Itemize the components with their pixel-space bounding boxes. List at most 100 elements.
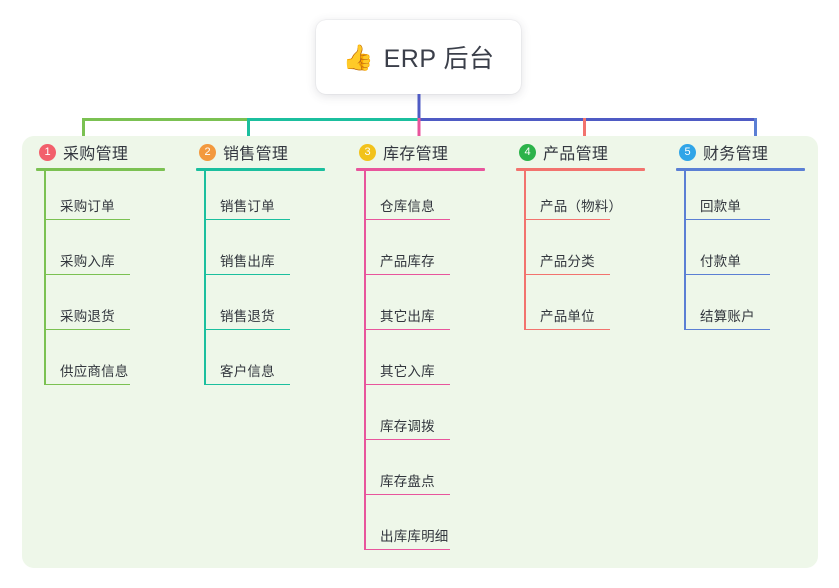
column-badge-5: 5: [679, 143, 696, 161]
menu-item[interactable]: 其它出库: [364, 281, 502, 336]
column-4: 4 产品管理产品（物料） 产品分类产品单位: [502, 136, 662, 568]
menu-item-rule: [524, 328, 610, 330]
menu-item-label: 采购订单: [60, 199, 115, 214]
column-header-5[interactable]: 5 财务管理: [662, 136, 822, 168]
menu-item-rule: [524, 273, 610, 275]
menu-item-rule: [44, 273, 130, 275]
column-items-2: 销售订单销售出库销售退货客户信息: [204, 171, 342, 391]
column-badge-1: 1: [39, 143, 56, 161]
menu-item-rule: [364, 218, 450, 220]
menu-item-label: 供应商信息: [60, 364, 129, 379]
menu-item-label: 产品分类: [540, 254, 595, 269]
menu-item[interactable]: 付款单: [684, 226, 822, 281]
column-spine-1: [44, 171, 46, 385]
column-title-3: 库存管理: [383, 146, 449, 163]
column-5: 5 财务管理回款单付款单结算账户: [662, 136, 822, 568]
column-header-2[interactable]: 2 销售管理: [182, 136, 342, 168]
column-spine-3: [364, 171, 366, 550]
column-rule-4: [516, 168, 645, 171]
column-header-3[interactable]: 3 库存管理: [342, 136, 502, 168]
column-badge-4: 4: [519, 143, 536, 161]
column-1: 1 采购管理采购订单采购入库采购退货供应商信息: [22, 136, 182, 568]
menu-item-label: 产品（物料）: [540, 199, 623, 214]
thumbs-up-icon: 👍: [342, 42, 374, 72]
menu-item[interactable]: 采购退货: [44, 281, 182, 336]
menu-item-rule: [44, 383, 130, 385]
column-3: 3 库存管理仓库信息产品库存其它出库其它入库库存调拨库存盘点出库库明细: [342, 136, 502, 568]
column-title-4: 产品管理: [543, 146, 609, 163]
menu-item-label: 回款单: [700, 199, 742, 214]
menu-item-label: 其它入库: [380, 364, 435, 379]
column-badge-2: 2: [199, 143, 216, 161]
column-rule-2: [196, 168, 325, 171]
menu-item[interactable]: 销售订单: [204, 171, 342, 226]
column-items-3: 仓库信息产品库存其它出库其它入库库存调拨库存盘点出库库明细: [364, 171, 502, 556]
menu-item-rule: [364, 438, 450, 440]
column-spine-5: [684, 171, 686, 330]
column-title-5: 财务管理: [703, 146, 769, 163]
menu-item-rule: [204, 328, 290, 330]
menu-item-label: 库存调拨: [380, 419, 435, 434]
menu-item-label: 结算账户: [700, 309, 755, 324]
column-badge-3: 3: [359, 143, 376, 161]
menu-item[interactable]: 采购入库: [44, 226, 182, 281]
menu-item[interactable]: 仓库信息: [364, 171, 502, 226]
menu-item[interactable]: 其它入库: [364, 336, 502, 391]
menu-item-label: 采购入库: [60, 254, 115, 269]
menu-item-rule: [364, 273, 450, 275]
menu-item[interactable]: 销售退货: [204, 281, 342, 336]
menu-item-label: 销售订单: [220, 199, 275, 214]
menu-item[interactable]: 客户信息: [204, 336, 342, 391]
menu-item[interactable]: 销售出库: [204, 226, 342, 281]
menu-item[interactable]: 库存盘点: [364, 446, 502, 501]
menu-item-rule: [524, 218, 610, 220]
menu-item[interactable]: 产品库存: [364, 226, 502, 281]
menu-item-label: 销售退货: [220, 309, 275, 324]
column-items-4: 产品（物料） 产品分类产品单位: [524, 171, 662, 336]
root-node-title: ERP 后台: [383, 45, 495, 73]
menu-item-label: 产品库存: [380, 254, 435, 269]
menu-item[interactable]: 产品分类: [524, 226, 662, 281]
menu-item-label: 客户信息: [220, 364, 275, 379]
column-header-1[interactable]: 1 采购管理: [22, 136, 182, 168]
menu-item-rule: [364, 328, 450, 330]
menu-item-label: 付款单: [700, 254, 742, 269]
menu-item-label: 仓库信息: [380, 199, 435, 214]
menu-item[interactable]: 出库库明细: [364, 501, 502, 556]
column-items-1: 采购订单采购入库采购退货供应商信息: [44, 171, 182, 391]
menu-item-label: 销售出库: [220, 254, 275, 269]
menu-item[interactable]: 供应商信息: [44, 336, 182, 391]
menu-item-rule: [684, 328, 770, 330]
columns-container: 1 采购管理采购订单采购入库采购退货供应商信息 2 销售管理销售订单销售出库销售退货客…: [22, 136, 818, 568]
column-spine-2: [204, 171, 206, 385]
menu-item-label: 库存盘点: [380, 474, 435, 489]
menu-item-rule: [204, 383, 290, 385]
menu-item[interactable]: 产品单位: [524, 281, 662, 336]
menu-item-label: 其它出库: [380, 309, 435, 324]
menu-item[interactable]: 采购订单: [44, 171, 182, 226]
column-rule-3: [356, 168, 485, 171]
menu-item-rule: [364, 548, 450, 550]
menu-item-label: 采购退货: [60, 309, 115, 324]
root-node-content: 👍 ERP 后台: [342, 39, 494, 75]
root-node-card[interactable]: 👍 ERP 后台: [316, 20, 521, 94]
column-rule-1: [36, 168, 165, 171]
menu-item-rule: [684, 273, 770, 275]
menu-item[interactable]: 结算账户: [684, 281, 822, 336]
column-title-2: 销售管理: [223, 146, 289, 163]
column-items-5: 回款单付款单结算账户: [684, 171, 822, 336]
column-2: 2 销售管理销售订单销售出库销售退货客户信息: [182, 136, 342, 568]
menu-item[interactable]: 回款单: [684, 171, 822, 226]
menu-item[interactable]: 产品（物料）: [524, 171, 662, 226]
menu-item-rule: [684, 218, 770, 220]
menu-item-rule: [204, 273, 290, 275]
column-spine-4: [524, 171, 526, 330]
column-header-4[interactable]: 4 产品管理: [502, 136, 662, 168]
menu-item-rule: [44, 218, 130, 220]
column-rule-5: [676, 168, 805, 171]
menu-item-rule: [44, 328, 130, 330]
menu-item-rule: [204, 218, 290, 220]
column-title-1: 采购管理: [63, 146, 129, 163]
menu-item[interactable]: 库存调拨: [364, 391, 502, 446]
